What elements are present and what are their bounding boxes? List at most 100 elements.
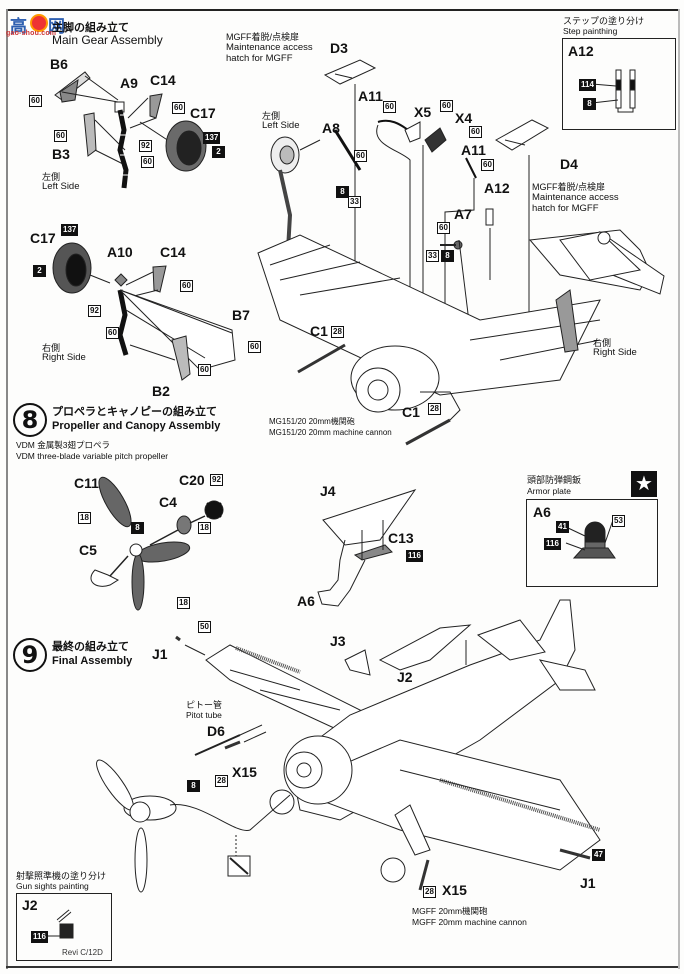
paint-code: 28	[215, 775, 228, 787]
armor-plate-title-en: Armor plate	[527, 486, 571, 496]
right-side-label-en: Right Side	[42, 352, 86, 363]
part-label-b3: B3	[52, 146, 70, 162]
pitot-tube-en: Pitot tube	[186, 710, 222, 720]
watermark-gear-icon	[30, 14, 48, 32]
step7-title-en: Main Gear Assembly	[52, 33, 163, 47]
hatch-left-jp: MGFF着脱/点検扉	[226, 32, 299, 42]
part-label-b6: B6	[50, 56, 68, 72]
paint-code: 60	[54, 130, 67, 142]
frame-border-right	[678, 9, 680, 969]
hatch-right-en-1: Maintenance access	[532, 192, 619, 203]
part-label-a11: A11	[358, 88, 383, 104]
watermark-url: gao-shou.com	[6, 30, 57, 37]
paint-code: 50	[198, 621, 211, 633]
part-label-c4: C4	[159, 494, 177, 510]
part-label-c17: C17	[190, 105, 216, 121]
paint-code: 60	[354, 150, 367, 162]
no-glue-icon	[228, 856, 250, 876]
armor-plate-title-jp: 頭部防弾鋼鈑	[527, 475, 582, 485]
paint-code: 92	[139, 140, 152, 152]
gun-sights-title-jp: 射撃照準機の塗り分け	[16, 871, 107, 881]
paint-code: 28	[331, 326, 344, 338]
paint-code: 33	[426, 250, 439, 262]
paint-code: 60	[106, 327, 119, 339]
step9-title-en: Final Assembly	[52, 655, 133, 667]
part-label-c20: C20	[179, 472, 205, 488]
paint-code: 92	[210, 474, 223, 486]
part-label-c5: C5	[79, 542, 97, 558]
pitot-tube-jp: ピトー管	[186, 700, 223, 710]
gun-sights-box	[16, 893, 112, 961]
hatch-right-jp: MGFF着脱/点検扉	[532, 182, 605, 192]
final-assembly-drawing	[96, 599, 601, 893]
part-label-j1-lower: J1	[580, 875, 596, 891]
cannon-mgff-jp: MGFF 20mm機関砲	[412, 906, 488, 916]
step-painting-part: A12	[568, 43, 594, 59]
part-label-x4: X4	[455, 110, 473, 126]
left-side-label-en: Left Side	[42, 181, 80, 192]
part-label-j1: J1	[152, 646, 168, 662]
part-label-j4: J4	[320, 483, 336, 499]
part-label-a8: A8	[322, 120, 340, 136]
cannon-mgff-en: MGFF 20mm machine cannon	[412, 917, 527, 927]
paint-code: 60	[383, 101, 396, 113]
cannon-mg151-en: MG151/20 20mm machine cannon	[269, 428, 392, 437]
step-painting-box	[562, 38, 676, 130]
part-label-c17-right: C17	[30, 230, 56, 246]
gun-sights-title-en: Gun sights painting	[16, 881, 89, 891]
paint-code: 60	[29, 95, 42, 107]
gun-sight-drawing	[48, 909, 74, 939]
paint-code: 60	[198, 364, 211, 376]
armor-plate-drawing	[565, 519, 616, 559]
step7-title-jp: 主脚の組み立て	[52, 22, 129, 34]
watermark-char-2: 网	[48, 17, 65, 36]
propeller-drawing	[90, 476, 224, 611]
paint-code: 60	[469, 126, 482, 138]
gun-sights-part: J2	[22, 897, 38, 913]
part-label-c1-lower: C1	[402, 404, 420, 420]
fuselage-right-side-en: Right Side	[593, 347, 637, 358]
hatch-left-en-1: Maintenance access	[226, 42, 313, 53]
paint-code: 137	[203, 132, 221, 144]
fuselage-left-side-jp: 左側	[262, 111, 281, 121]
paint-code: 41	[556, 521, 569, 533]
paint-code: 60	[481, 159, 494, 171]
paint-code: 8	[187, 780, 200, 792]
part-label-b2: B2	[152, 383, 170, 399]
paint-code: 116	[406, 550, 423, 562]
part-label-a7: A7	[454, 206, 472, 222]
gear-left-drawing	[54, 71, 207, 189]
paint-code: 18	[78, 512, 91, 524]
paint-code: 8	[441, 250, 454, 262]
paint-code: 116	[31, 931, 48, 943]
part-label-x5: X5	[414, 104, 432, 120]
watermark-logo: 高 网 gao-shou.com	[6, 12, 70, 37]
propeller-title-en: VDM three-blade variable pitch propeller	[16, 451, 169, 461]
fuselage-right-side-jp: 右側	[593, 338, 612, 348]
fuselage-left-side-en: Left Side	[262, 120, 300, 131]
part-label-d4: D4	[560, 156, 578, 172]
frame-border-left	[6, 9, 8, 969]
part-label-j2: J2	[397, 669, 413, 685]
part-label-a12: A12	[484, 180, 510, 196]
part-label-c14: C14	[150, 72, 176, 88]
step-painting-drawing	[591, 69, 636, 113]
paint-code: 47	[592, 849, 605, 861]
paint-code: 8	[583, 98, 596, 110]
paint-code: 60	[172, 102, 185, 114]
gear-right-drawing	[52, 242, 236, 381]
frame-border-bottom	[6, 966, 678, 968]
paint-code: 116	[544, 538, 561, 550]
part-label-c11: C11	[74, 475, 99, 491]
frame-border-top	[6, 9, 678, 11]
part-label-x15: X15	[232, 764, 257, 780]
part-label-b7: B7	[232, 307, 250, 323]
part-label-c1: C1	[310, 323, 328, 339]
paint-code: 92	[88, 305, 101, 317]
step8-title-jp: プロペラとキャノピーの組み立て	[52, 406, 217, 418]
part-label-a9: A9	[120, 75, 138, 91]
part-label-d3: D3	[330, 40, 348, 56]
part-label-a11-right: A11	[461, 142, 486, 158]
